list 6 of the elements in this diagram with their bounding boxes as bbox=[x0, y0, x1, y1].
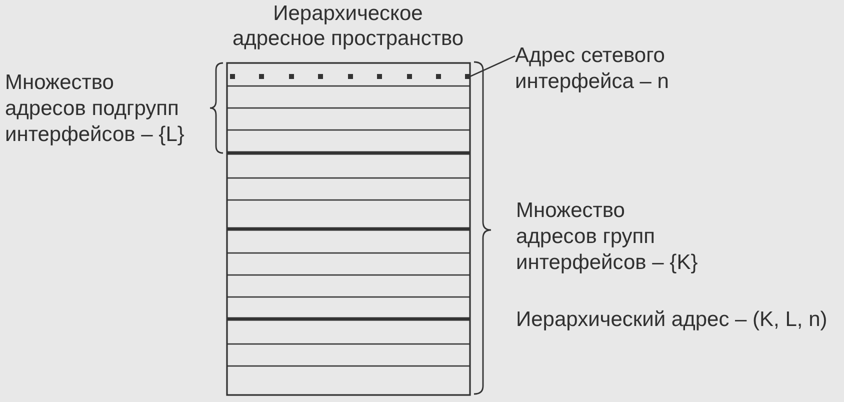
diagram-title: Иерархическое адресное пространство bbox=[232, 1, 464, 51]
annotation-label: Множество адресов подгрупп интерфейсов – {L} bbox=[5, 70, 186, 148]
callout-label: Адрес сетевого интерфейса – n bbox=[515, 43, 670, 95]
leader-line bbox=[470, 55, 516, 78]
annotation-label: Множество адресов групп интерфейсов – {K} bbox=[516, 198, 699, 276]
annotation-label: Иерархический адрес – (K, L, n) bbox=[516, 307, 828, 333]
